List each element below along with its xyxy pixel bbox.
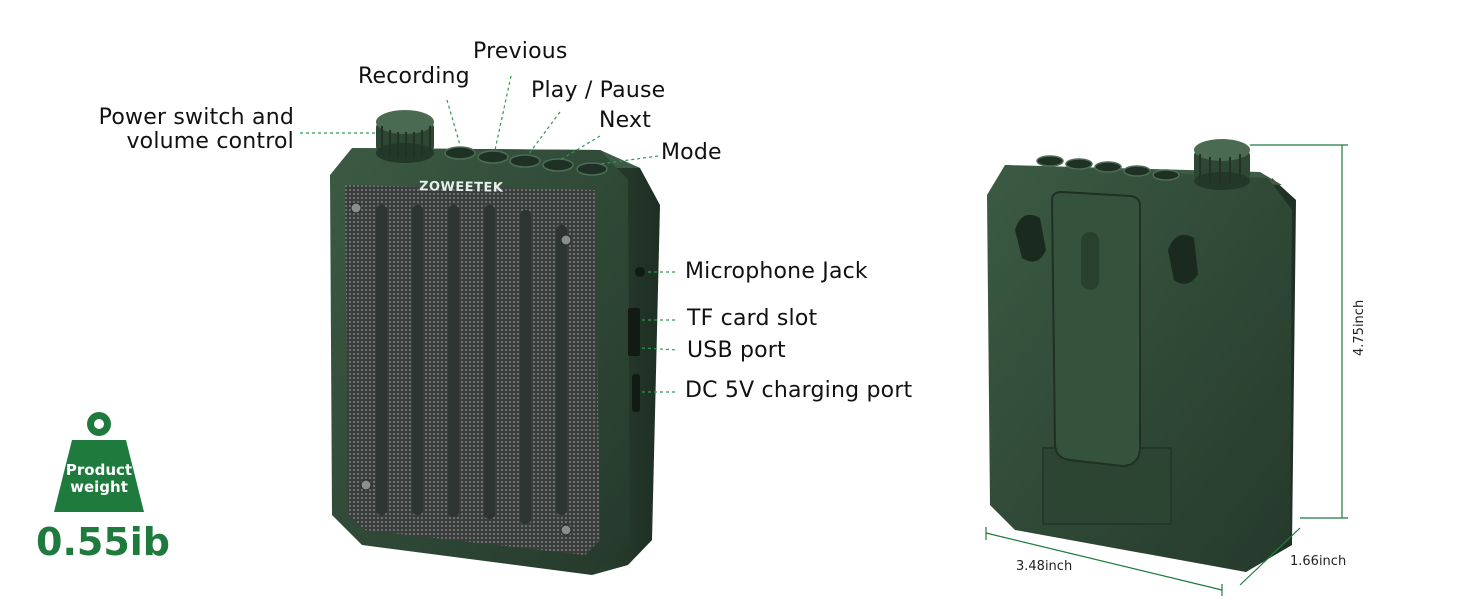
brand-logo: ZOWEETEK — [418, 179, 504, 196]
weight-icon — [54, 412, 144, 512]
speaker-grille — [345, 185, 600, 555]
callout-play-pause: Play / Pause — [531, 78, 666, 103]
dimension-height: 4.75inch — [1352, 299, 1367, 356]
callout-microphone-jack: Microphone Jack — [685, 259, 868, 284]
volume-knob — [376, 110, 434, 163]
weight-label-line2: weight — [70, 478, 128, 496]
callout-dc-charging-port: DC 5V charging port — [685, 378, 913, 403]
dimension-depth: 1.66inch — [1290, 554, 1347, 569]
dimension-lines — [985, 144, 1348, 596]
callout-mode: Mode — [661, 140, 722, 165]
weight-value: 0.55ib — [36, 520, 170, 564]
belt-clip — [1050, 190, 1141, 468]
callout-power-volume: Power switch and volume control — [98, 105, 294, 154]
weight-label-line1: Product — [65, 461, 133, 479]
dimension-width: 3.48inch — [1016, 559, 1073, 574]
weight-label: Product weight — [52, 462, 146, 496]
callout-leaders — [300, 75, 679, 393]
callout-tf-card-slot: TF card slot — [687, 306, 818, 331]
callout-next: Next — [599, 108, 652, 133]
callout-usb-port: USB port — [687, 338, 786, 363]
callout-recording: Recording — [358, 64, 470, 89]
back-device — [987, 139, 1296, 572]
front-device — [330, 110, 660, 575]
callout-previous: Previous — [473, 39, 568, 64]
